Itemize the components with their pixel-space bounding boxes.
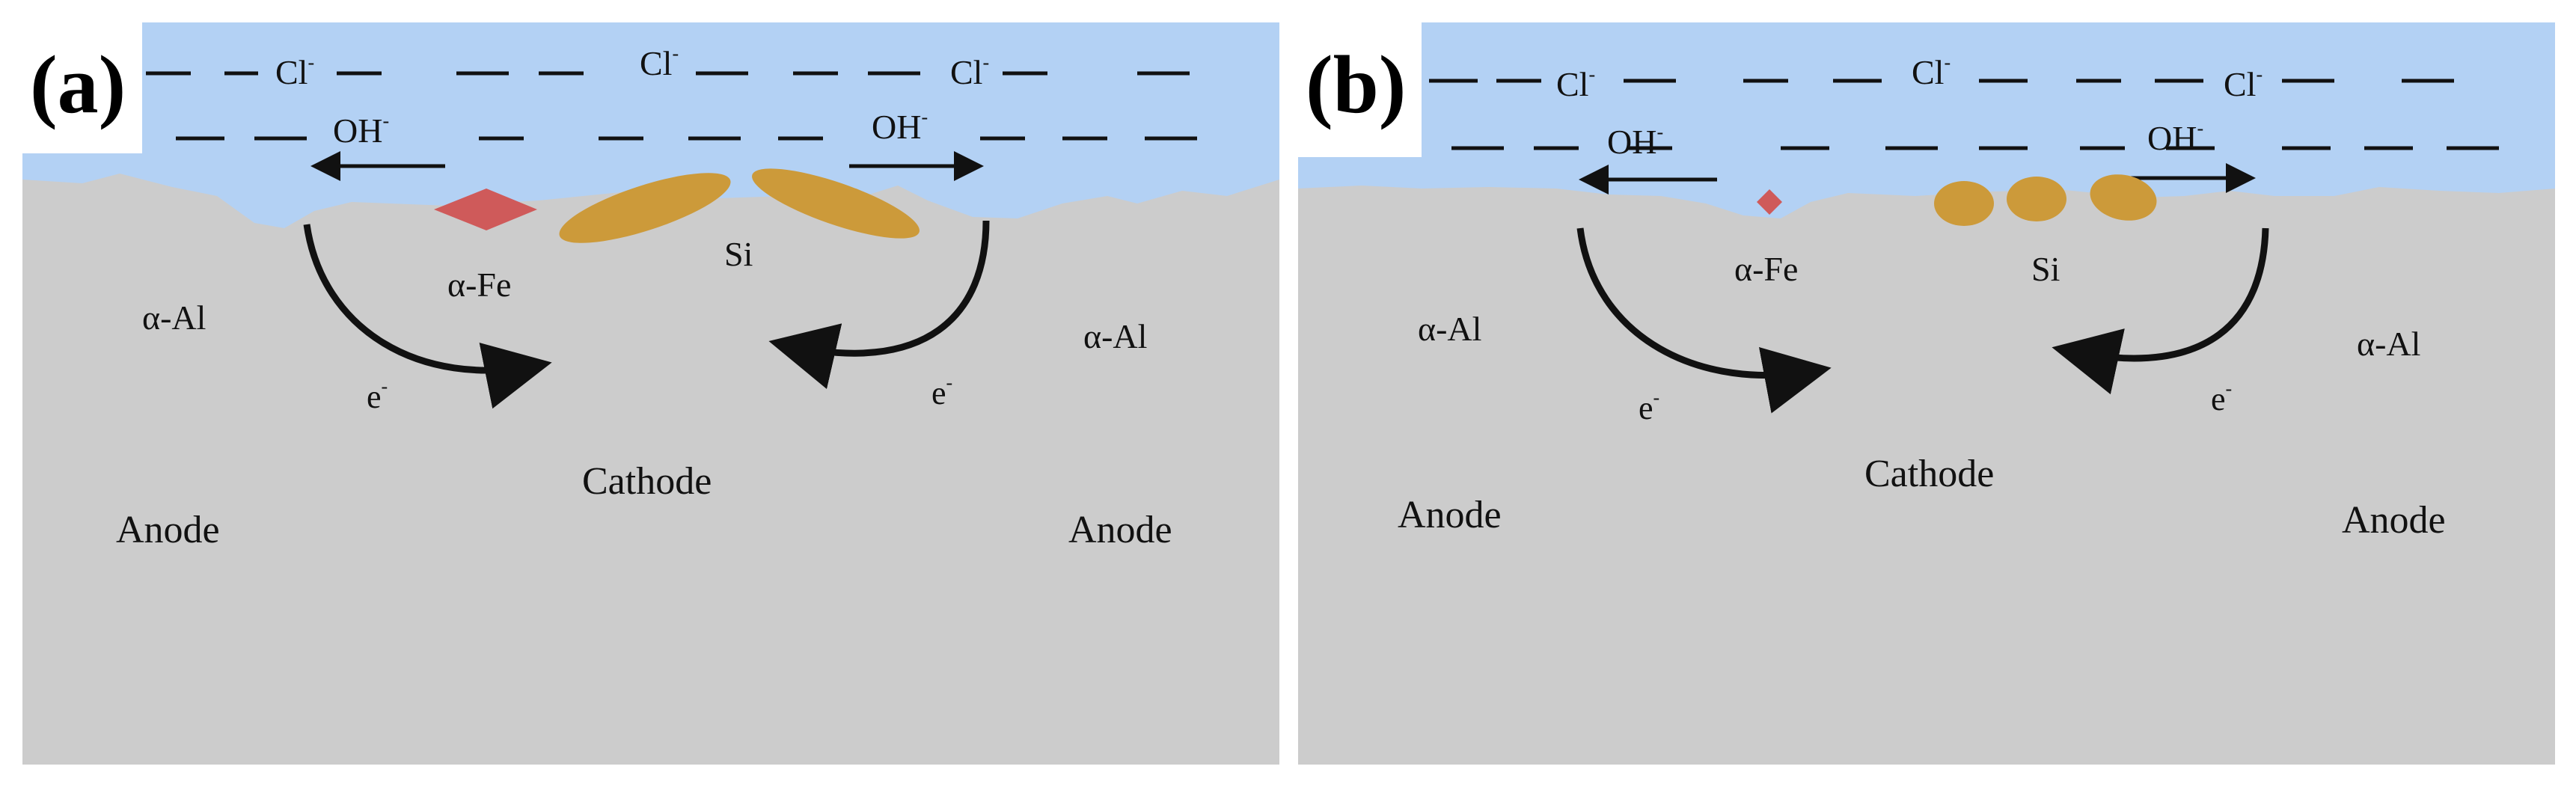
electron-arrow-right	[768, 220, 990, 390]
chloride-label: Cl-	[640, 43, 679, 82]
anode-label-left: Anode	[1398, 494, 1502, 536]
hydroxide-label-right: OH-	[2147, 117, 2203, 157]
electron-arrow-left	[303, 224, 552, 409]
hydroxide-label-left: OH-	[333, 110, 389, 150]
cathode-label: Cathode	[582, 460, 712, 503]
al-label-right: α-Al	[2357, 325, 2420, 363]
si-particle	[559, 173, 731, 243]
fe-particle	[1757, 189, 1782, 215]
hydroxide-label-left: OH-	[1607, 121, 1663, 161]
electron-arrow-right	[2052, 227, 2269, 395]
matrix-b	[1298, 186, 2555, 765]
panel-label-box-a	[22, 22, 142, 153]
electron-label-left: e-	[367, 376, 388, 415]
anode-label-left: Anode	[116, 509, 220, 551]
anode-label-right: Anode	[1068, 509, 1172, 551]
electron-label-right: e-	[2211, 378, 2232, 417]
panel-a: (a) Cl-	[22, 22, 1279, 765]
chloride-label: Cl-	[275, 52, 314, 91]
al-label-left: α-Al	[142, 298, 206, 337]
chloride-label: Cl-	[950, 52, 989, 91]
fe-label: α-Fe	[1734, 250, 1798, 288]
chloride-label: Cl-	[1556, 64, 1595, 103]
al-label-left: α-Al	[1418, 310, 1481, 348]
matrix-a	[22, 174, 1279, 765]
fe-label: α-Fe	[447, 266, 511, 304]
electron-label-right: e-	[931, 372, 952, 411]
si-particle	[2090, 174, 2157, 221]
anode-label-right: Anode	[2342, 499, 2446, 542]
cathode-label: Cathode	[1864, 453, 1994, 495]
hydroxide-label-right: OH-	[872, 106, 928, 146]
electron-label-left: e-	[1639, 387, 1659, 426]
panel-label-a: (a)	[30, 39, 126, 130]
electron-arrow-left	[1576, 227, 1832, 414]
fe-particle	[434, 189, 537, 230]
panel-label-box-b	[1298, 22, 1422, 157]
si-particle	[1934, 181, 1994, 226]
si-particle	[752, 168, 920, 239]
al-label-right: α-Al	[1083, 317, 1147, 355]
chloride-label: Cl-	[2224, 64, 2263, 103]
si-particle	[2007, 177, 2066, 221]
si-label: Si	[724, 235, 753, 273]
chloride-label: Cl-	[1912, 52, 1951, 91]
panel-label-b: (b)	[1306, 39, 1406, 130]
si-label: Si	[2031, 250, 2060, 288]
panel-b: (b) C	[1298, 22, 2555, 765]
